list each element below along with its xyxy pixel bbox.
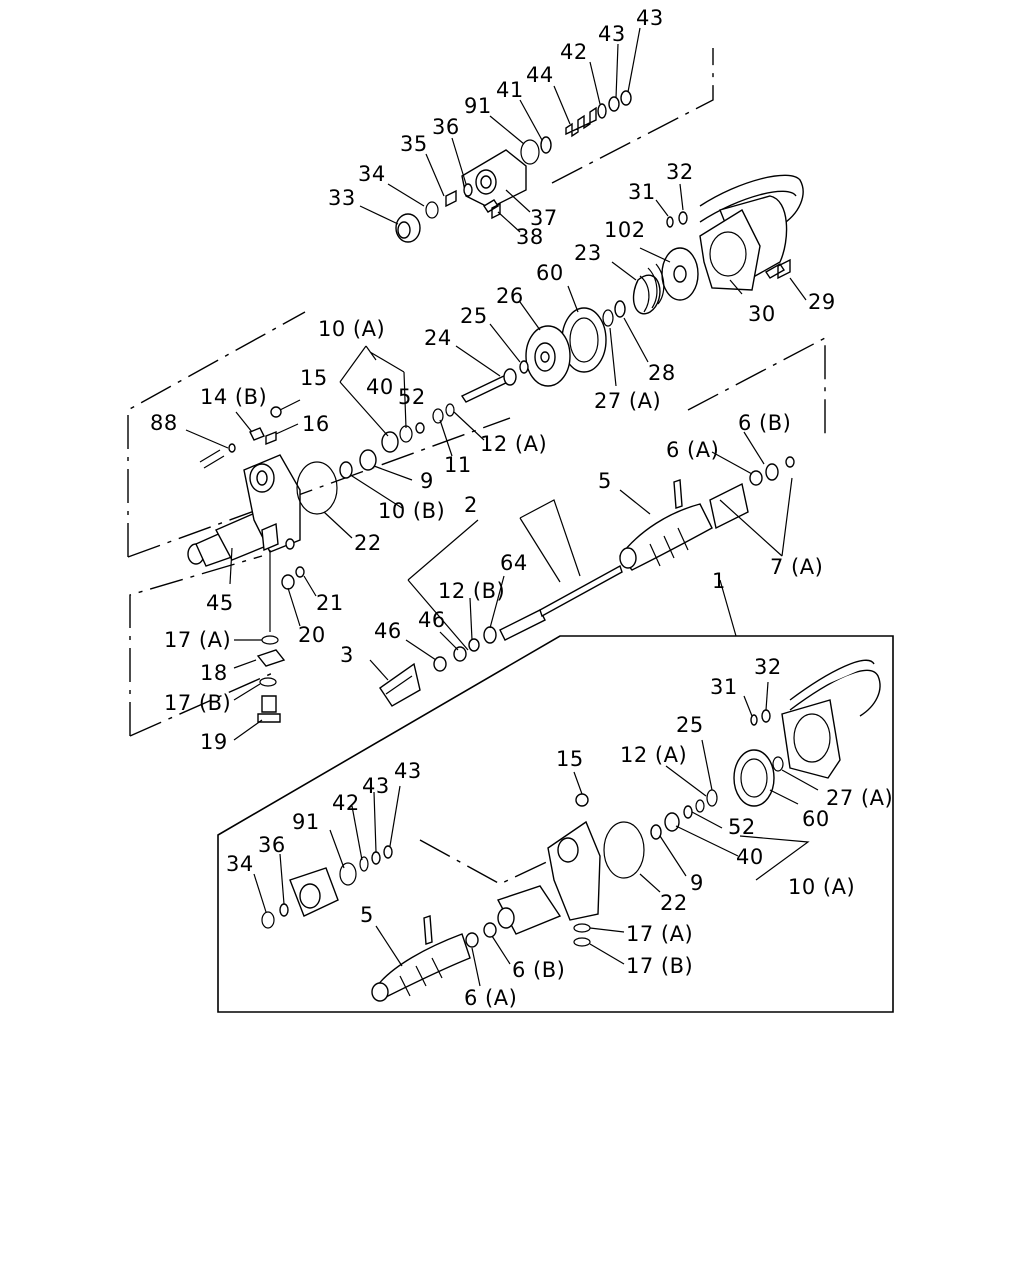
callout-23: 23: [574, 241, 602, 265]
callout-43a: 43: [636, 6, 664, 30]
callout-inset-52: 52: [728, 815, 756, 839]
callout-1: 1: [712, 569, 726, 593]
callout-inset-25: 25: [676, 713, 704, 737]
callout-inset-36: 36: [258, 833, 286, 857]
callout-inset-60: 60: [802, 807, 830, 831]
callout-inset-43b: 43: [394, 759, 422, 783]
callout-10a: 10 (A): [318, 317, 385, 341]
callout-60: 60: [536, 261, 564, 285]
callout-15: 15: [300, 366, 328, 390]
callout-12a: 12 (A): [480, 432, 547, 456]
callout-inset-9: 9: [690, 871, 704, 895]
inset-frame: [217, 635, 894, 1013]
callout-42: 42: [560, 40, 588, 64]
callout-12b: 12 (B): [438, 579, 505, 603]
callout-11: 11: [444, 453, 472, 477]
callout-40: 40: [366, 375, 394, 399]
callout-31: 31: [628, 180, 656, 204]
callout-38: 38: [516, 225, 544, 249]
callout-3: 3: [340, 643, 354, 667]
leader-lines: [185, 27, 819, 987]
callout-17b: 17 (B): [164, 691, 231, 715]
callout-22: 22: [354, 531, 382, 555]
callout-32: 32: [666, 160, 694, 184]
callout-inset-40: 40: [736, 845, 764, 869]
left-main-body: [187, 403, 455, 723]
callout-inset-34: 34: [226, 852, 254, 876]
callout-inset-6a: 6 (A): [464, 986, 517, 1010]
callout-21: 21: [316, 591, 344, 615]
callout-46b: 46: [374, 619, 402, 643]
callout-inset-6b: 6 (B): [512, 958, 565, 982]
callout-inset-17b: 17 (B): [626, 954, 693, 978]
callout-88: 88: [150, 411, 178, 435]
callout-20: 20: [298, 623, 326, 647]
callout-19: 19: [200, 730, 228, 754]
callout-52: 52: [398, 385, 426, 409]
callout-inset-31: 31: [710, 675, 738, 699]
callout-17a: 17 (A): [164, 628, 231, 652]
callout-30: 30: [748, 302, 776, 326]
callout-64: 64: [500, 551, 528, 575]
callout-inset-32: 32: [754, 655, 782, 679]
callout-6b: 6 (B): [738, 411, 791, 435]
callout-45: 45: [206, 591, 234, 615]
callout-26: 26: [496, 284, 524, 308]
callout-inset-27a: 27 (A): [826, 786, 893, 810]
callout-inset-42: 42: [332, 791, 360, 815]
callout-16: 16: [302, 412, 330, 436]
callout-6a: 6 (A): [666, 438, 719, 462]
callout-18: 18: [200, 661, 228, 685]
callout-91: 91: [464, 94, 492, 118]
callout-inset-17a: 17 (A): [626, 922, 693, 946]
callout-37: 37: [530, 206, 558, 230]
dashed-guide-lines: [127, 48, 826, 885]
callout-inset-43a: 43: [362, 774, 390, 798]
callout-14b: 14 (B): [200, 385, 267, 409]
callout-inset-10a: 10 (A): [788, 875, 855, 899]
callout-46a: 46: [418, 608, 446, 632]
callout-102: 102: [604, 218, 646, 242]
callout-24: 24: [424, 326, 452, 350]
callout-7a: 7 (A): [770, 555, 823, 579]
callout-inset-12a: 12 (A): [620, 743, 687, 767]
callout-25: 25: [460, 304, 488, 328]
callout-inset-91: 91: [292, 810, 320, 834]
callout-34: 34: [358, 162, 386, 186]
callout-43b: 43: [598, 22, 626, 46]
callout-41: 41: [496, 78, 524, 102]
callout-10b: 10 (B): [378, 499, 445, 523]
callout-33: 33: [328, 186, 356, 210]
callout-27a: 27 (A): [594, 389, 661, 413]
callout-44: 44: [526, 63, 554, 87]
callout-5: 5: [598, 469, 612, 493]
callout-28: 28: [648, 361, 676, 385]
callout-labels: 43 43 42 44 41 91 36 35 34 33 37 38 31 3…: [150, 6, 893, 1010]
callout-inset-22: 22: [660, 891, 688, 915]
callout-inset-5: 5: [360, 903, 374, 927]
callout-29: 29: [808, 290, 836, 314]
callout-9: 9: [420, 469, 434, 493]
callout-2: 2: [464, 493, 478, 517]
top-right-chamber: [666, 174, 804, 291]
callout-inset-15: 15: [556, 747, 584, 771]
callout-35: 35: [400, 132, 428, 156]
callout-36: 36: [432, 115, 460, 139]
inset-parts: [261, 659, 881, 1002]
lower-middle-parts: [379, 456, 795, 707]
middle-row-parts: [460, 247, 699, 403]
